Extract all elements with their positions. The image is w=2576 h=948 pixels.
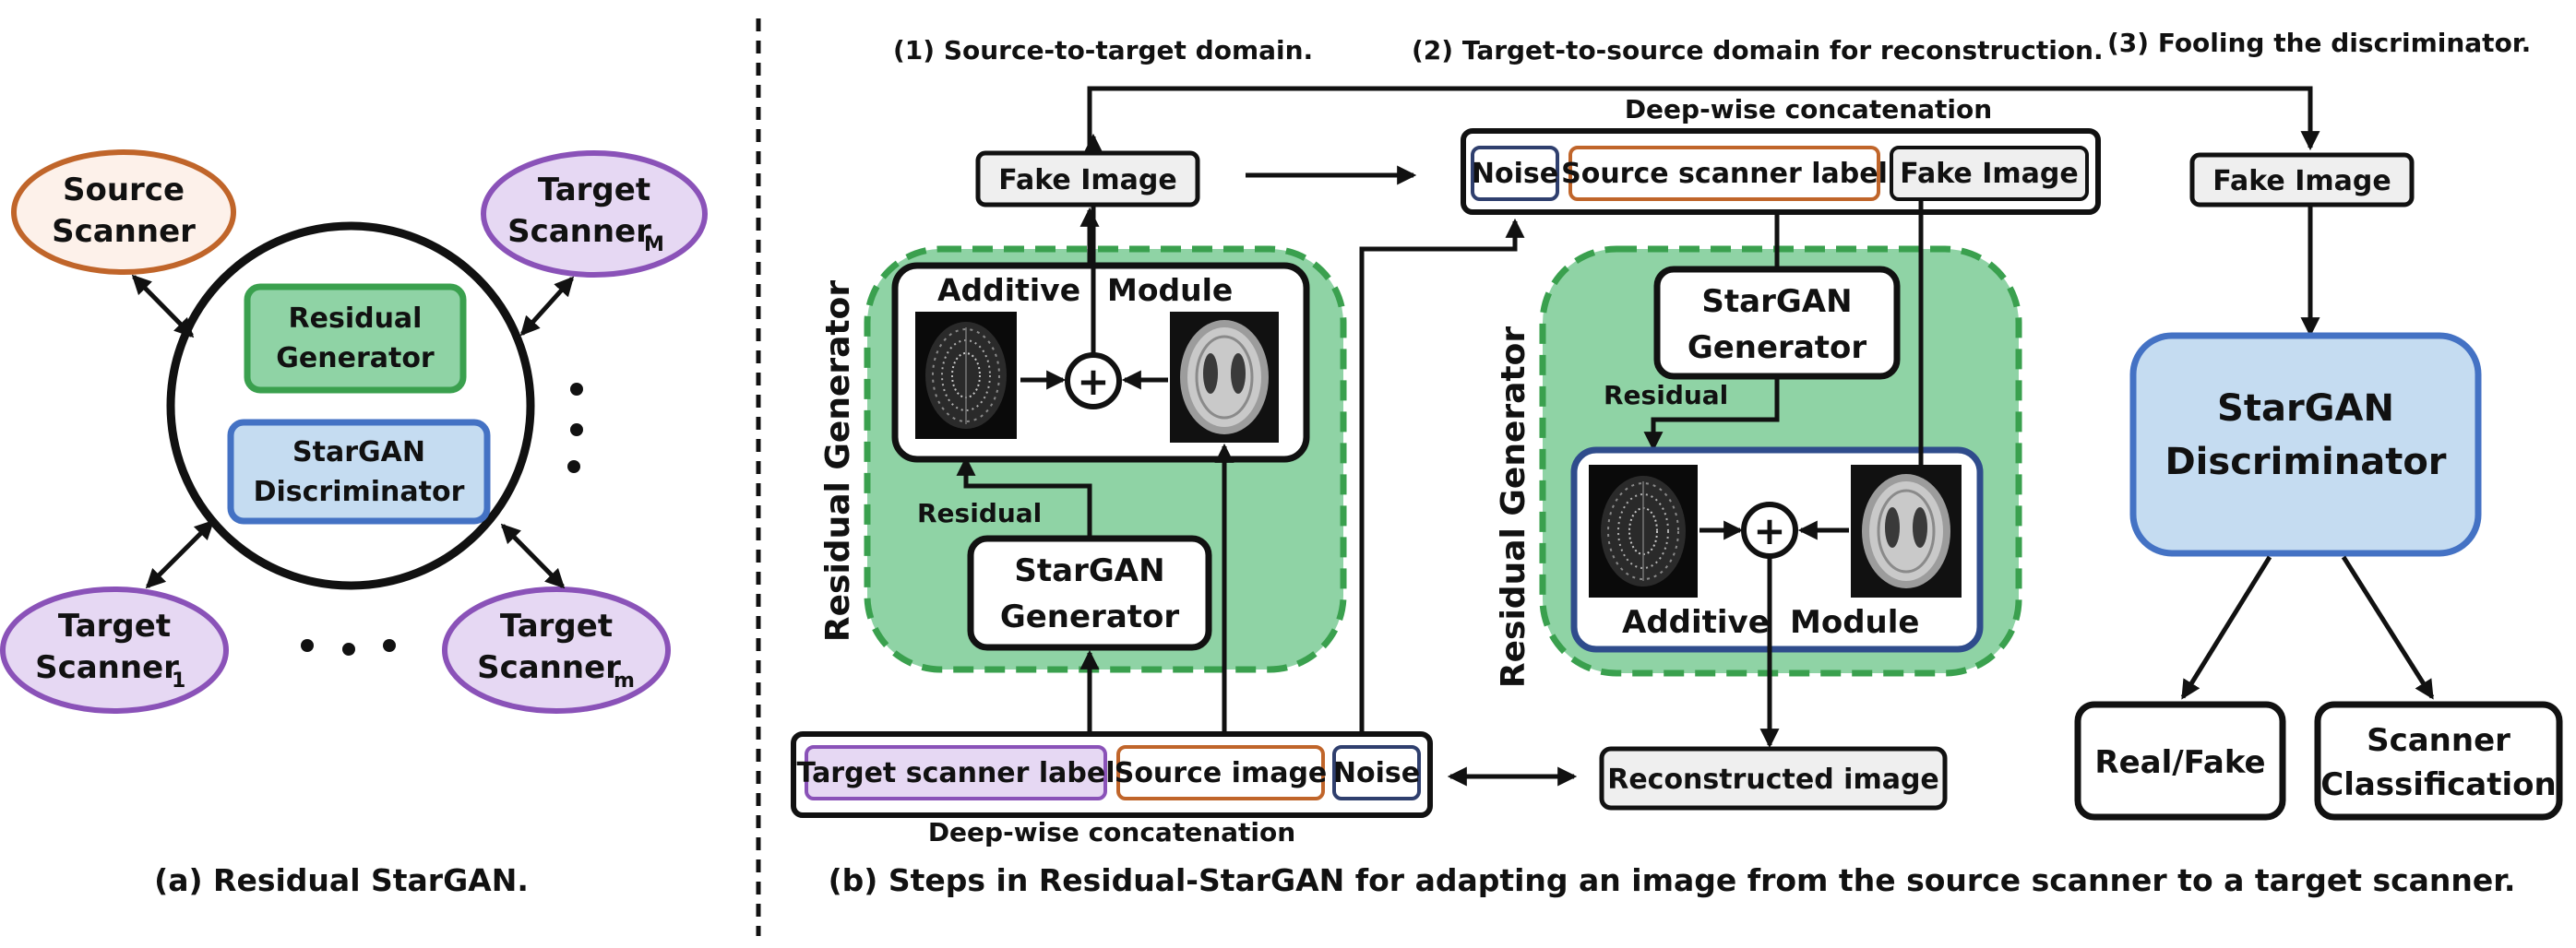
- brain-mri-image-right: [1851, 465, 1962, 598]
- noise-bottom-box: [1332, 745, 1421, 800]
- caption-b: (b) Steps in Residual-StarGAN for adapti…: [829, 862, 2516, 898]
- noise-bottom-label: Noise: [1333, 757, 1420, 789]
- fake-image-box-3: [2189, 152, 2415, 207]
- discriminator-b-line1: StarGAN: [2217, 387, 2394, 430]
- plus-circle-right: [1741, 502, 1798, 559]
- arrow-disc-to-classification: [2341, 555, 2435, 700]
- source-image-label: Source image: [1115, 757, 1328, 789]
- target-scanner-1-line1: Target: [58, 608, 171, 645]
- reconstructed-image-label: Reconstructed image: [1607, 764, 1939, 796]
- hub-circle: [166, 221, 535, 590]
- source-scanner-label-box: [1568, 146, 1880, 201]
- residual-left-label: Residual: [917, 498, 1042, 528]
- fake-image-1-label: Fake Image: [998, 164, 1176, 196]
- reconstructed-image-box: [1599, 746, 1948, 811]
- module-left-label: Module: [1107, 272, 1233, 308]
- target-scanner-M-base: Scanner: [507, 213, 651, 250]
- residual-map-image-left: [915, 312, 1017, 439]
- arrow-targetM-hub: [519, 276, 575, 337]
- module-right-label: Module: [1790, 604, 1919, 641]
- target-scanner-m-sub: m: [614, 670, 635, 693]
- target-scanner-M-sub: M: [644, 233, 664, 256]
- target-scanner-label-box: [805, 745, 1107, 800]
- real-fake-box: [2074, 701, 2286, 821]
- panel-b: (1) Source-to-target domain. (2) Target-…: [791, 28, 2563, 898]
- residual-right-label: Residual: [1604, 380, 1728, 410]
- scanner-classification-line1: Scanner: [2367, 722, 2510, 759]
- target-scanner-1-base: Scanner: [35, 649, 179, 686]
- stargan-generator-left-line2: Generator: [1000, 598, 1180, 635]
- stargan-generator-right-line2: Generator: [1688, 329, 1867, 366]
- arrow-target1-hub: [145, 519, 215, 589]
- target-scanner-m-base: Scanner: [477, 649, 621, 686]
- target-scanner-1-node: [0, 587, 229, 714]
- source-scanner-line1: Source: [63, 172, 185, 208]
- noise-top-label: Noise: [1472, 158, 1558, 190]
- residual-generator-right-label: Residual Generator: [1495, 326, 1532, 688]
- target-scanner-M-line1: Target: [538, 172, 650, 208]
- step3-title: (3) Fooling the discriminator.: [2107, 28, 2531, 58]
- arrow-fake-to-discriminator-input: [1087, 86, 2320, 153]
- arrow-targetm-hub: [500, 523, 566, 589]
- stargan-discriminator-line2: Discriminator: [254, 476, 465, 508]
- fake-image-box-2: [1890, 146, 2089, 201]
- discriminator-b-line2: Discriminator: [2165, 441, 2446, 483]
- stargan-discriminator-box: [227, 419, 491, 525]
- residual-map-image-right: [1589, 465, 1698, 598]
- ellipsis-dots-horizontal: [301, 639, 396, 656]
- deep-concat-top-label: Deep-wise concatenation: [1625, 94, 1992, 124]
- stargan-generator-left-line1: StarGAN: [1014, 552, 1164, 589]
- brain-mri-image-left: [1170, 312, 1279, 443]
- additive-left-label: Additive: [937, 272, 1080, 308]
- target-scanner-m-node: [442, 587, 671, 714]
- fake-image-2-label: Fake Image: [1900, 158, 2078, 190]
- arrow-disc-to-realfake: [2180, 555, 2272, 700]
- target-scanner-M-node: [481, 150, 708, 278]
- fake-image-3-label: Fake Image: [2212, 165, 2391, 197]
- real-fake-label: Real/Fake: [2094, 744, 2265, 781]
- source-scanner-node: [11, 149, 236, 275]
- additive-right-label: Additive: [1622, 604, 1770, 641]
- plus-sign-left: +: [1077, 359, 1109, 404]
- stargan-discriminator-line1: StarGAN: [292, 436, 425, 468]
- plus-sign-right: +: [1753, 508, 1785, 553]
- stargan-generator-right-line1: StarGAN: [1701, 283, 1852, 320]
- source-scanner-line2: Scanner: [52, 213, 196, 250]
- residual-generator-line2: Generator: [276, 342, 435, 374]
- arrow-source-hub: [131, 274, 195, 338]
- residual-generator-box: [244, 283, 467, 394]
- residual-generator-line1: Residual: [289, 302, 423, 335]
- source-image-box: [1116, 745, 1325, 800]
- target-scanner-label-text: Target scanner label: [796, 757, 1115, 789]
- scanner-classification-line2: Classification: [2320, 766, 2556, 803]
- arrow-generator-to-residual-left: [956, 456, 1092, 539]
- source-scanner-label-text: Source scanner label: [1561, 158, 1888, 190]
- stargan-discriminator-box-b: [2129, 332, 2482, 557]
- noise-top-box: [1471, 146, 1559, 201]
- residual-generator-left-label: Residual Generator: [819, 280, 857, 642]
- arrow-generator-to-residual-right: [1643, 376, 1780, 452]
- deep-concat-bottom-label: Deep-wise concatenation: [928, 817, 1295, 847]
- target-scanner-m-line1: Target: [500, 608, 613, 645]
- panel-a: Residual Generator StarGAN Discriminator…: [0, 149, 708, 898]
- scanner-classification-box: [2314, 701, 2563, 821]
- ellipsis-dots-vertical: [567, 383, 583, 473]
- caption-a: (a) Residual StarGAN.: [154, 862, 529, 898]
- target-scanner-1-sub: 1: [172, 670, 185, 693]
- arrow-noise-to-concat-top: [1359, 218, 1525, 738]
- step1-title: (1) Source-to-target domain.: [893, 35, 1313, 65]
- step2-title: (2) Target-to-source domain for reconstr…: [1412, 35, 2104, 65]
